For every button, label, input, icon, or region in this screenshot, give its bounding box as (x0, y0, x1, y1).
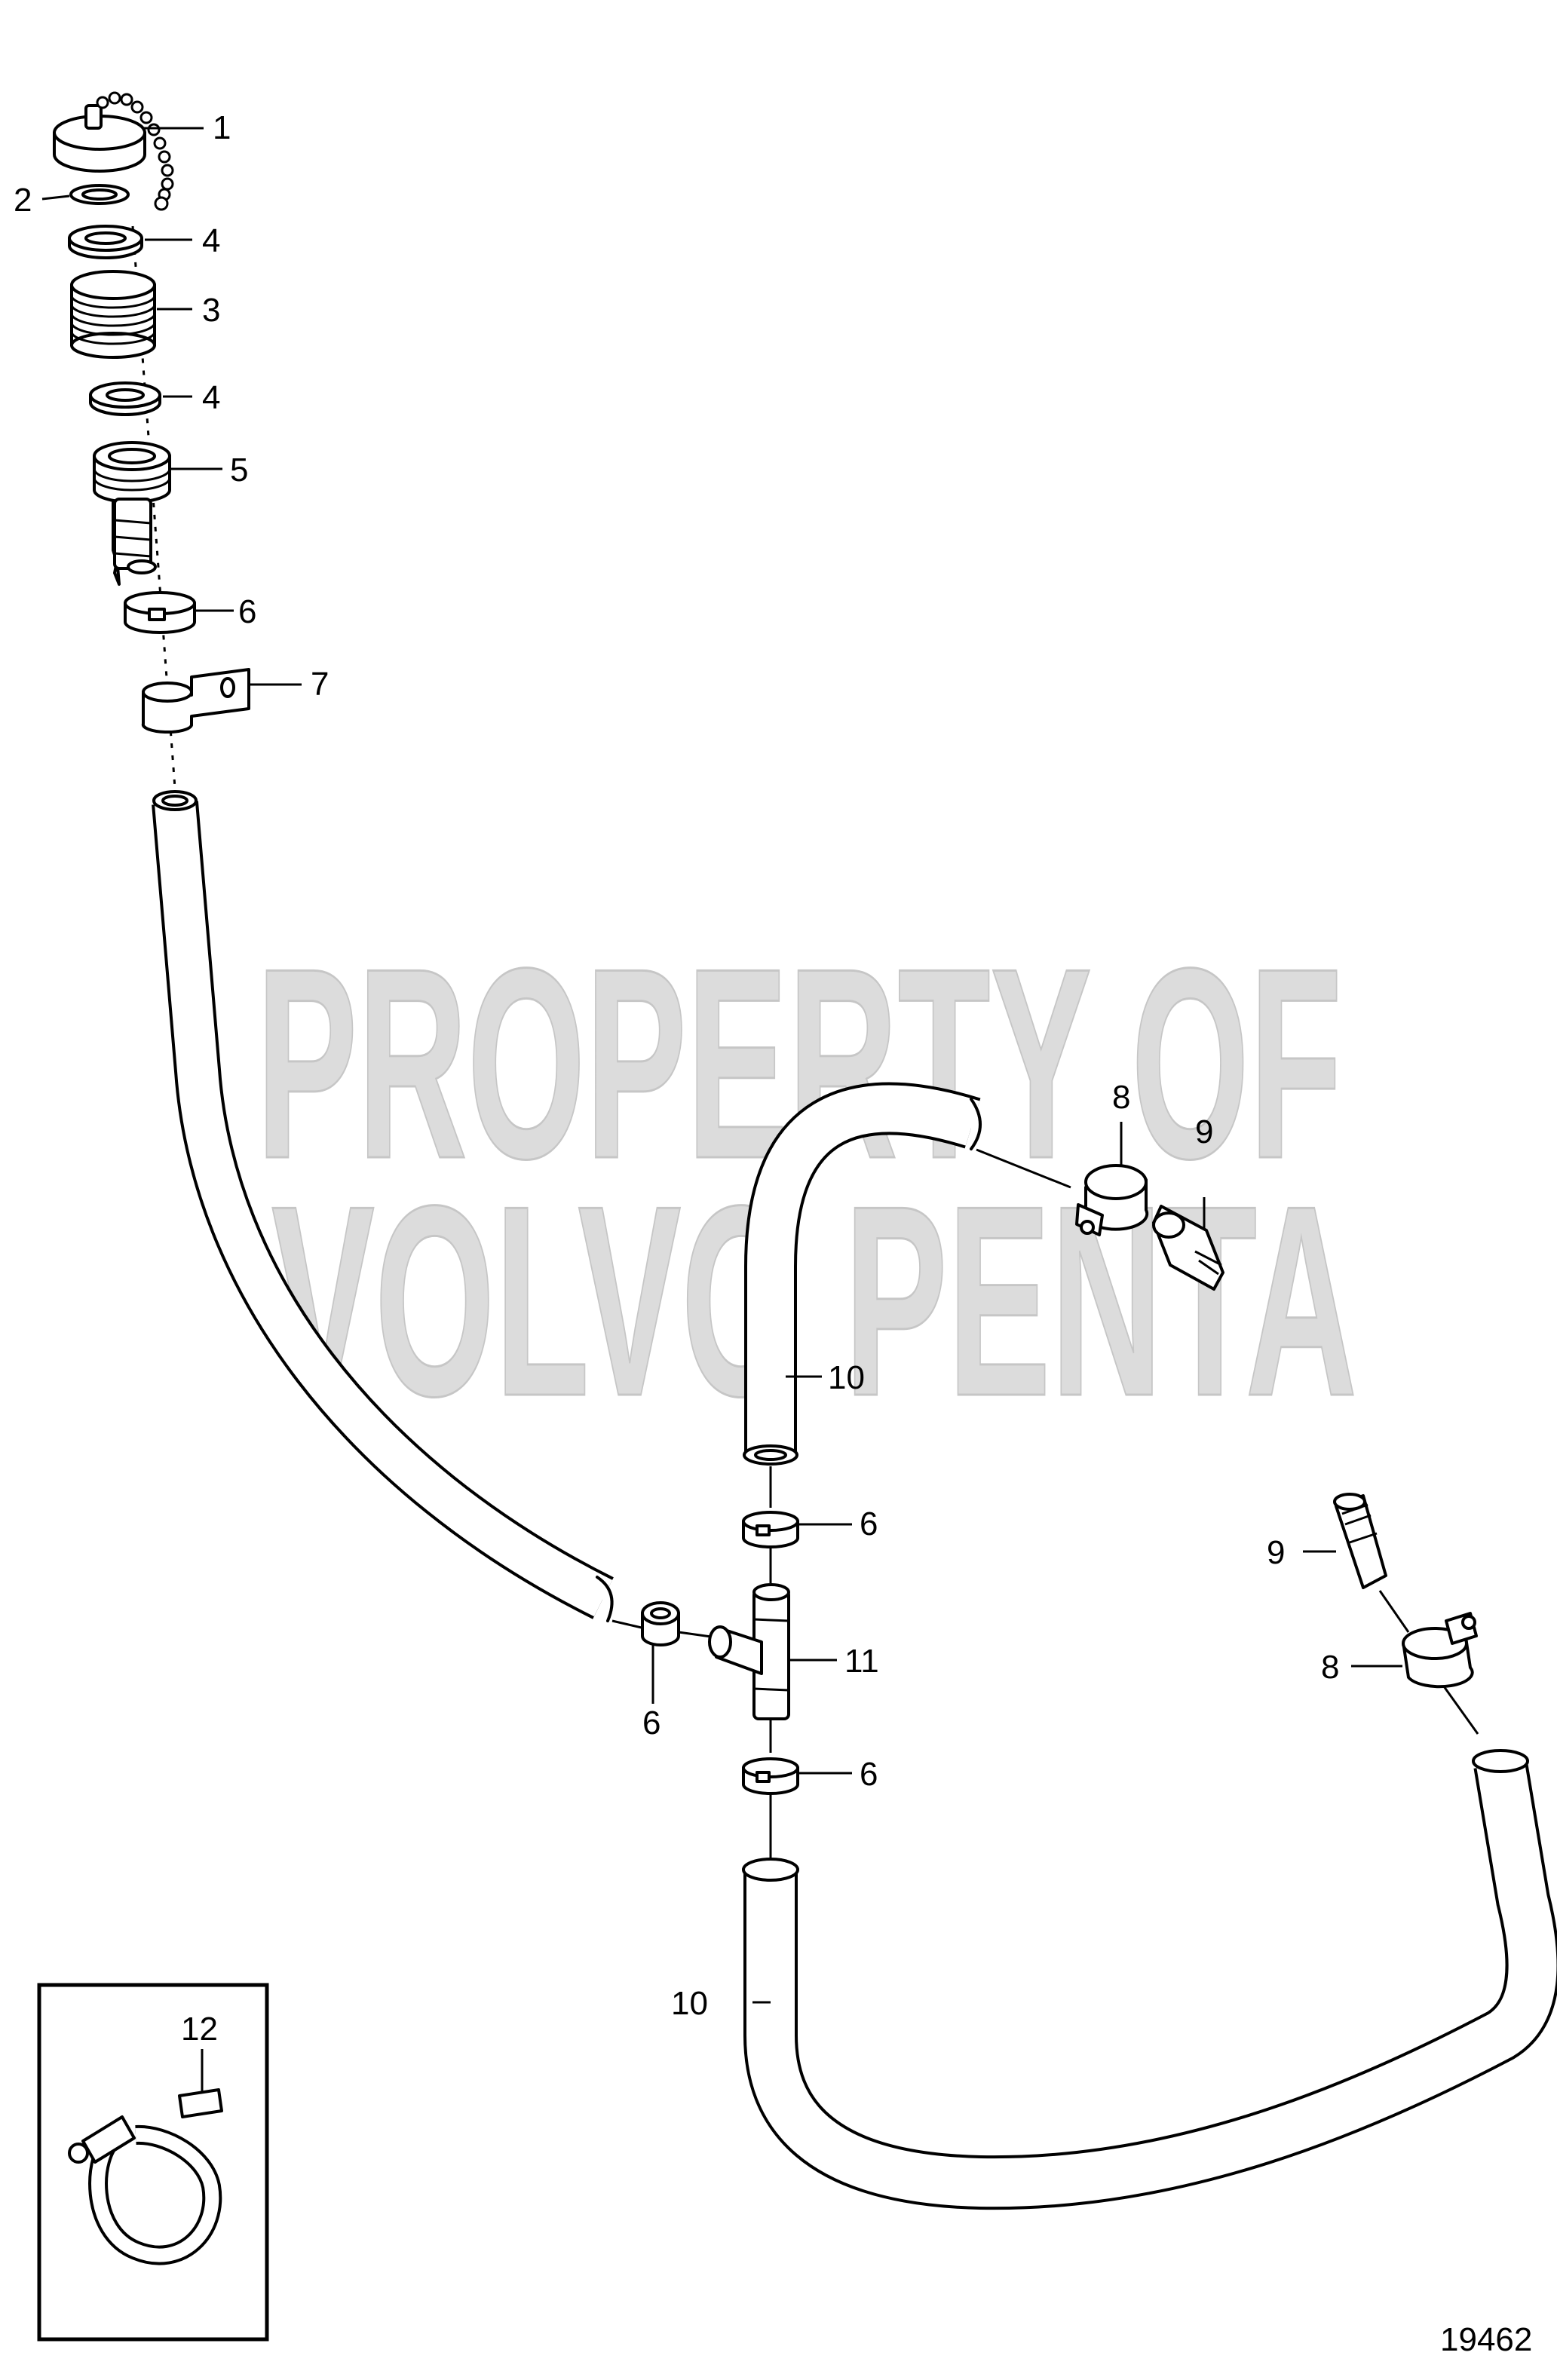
watermark-line-1: PROPERTY OF (256, 912, 1342, 1215)
part-6-hose-clamp-left (641, 1601, 680, 1646)
callout-7: 7 (311, 666, 329, 703)
callout-10-upper: 10 (828, 1359, 865, 1396)
inset-box (37, 1983, 269, 2342)
part-5-deck-fitting (93, 441, 171, 586)
part-1-filler-cap (53, 91, 174, 211)
watermark: PROPERTY OF VOLVO PENTA (256, 911, 1359, 1454)
leader-lines (41, 127, 1402, 2091)
hose-main-long (152, 790, 614, 1622)
part-4-washer-upper (68, 225, 143, 259)
callout-3: 3 (202, 292, 220, 329)
part-8-clamp-upper (1075, 1164, 1149, 1236)
callout-5: 5 (230, 452, 248, 489)
part-11-t-piece (708, 1583, 790, 1720)
callout-10-lower: 10 (671, 1985, 708, 2022)
part-9-nipple-upper (1152, 1205, 1224, 1291)
callout-4-upper: 4 (202, 222, 220, 259)
part-10-hose-upper (743, 1082, 982, 1466)
callout-4-lower: 4 (202, 379, 220, 416)
part-6-hose-clamp-top (124, 591, 196, 634)
callout-6-mid: 6 (860, 1505, 878, 1542)
callout-6-lower: 6 (860, 1756, 878, 1793)
part-7-p-clip (141, 668, 250, 734)
part-2-o-ring (69, 184, 130, 205)
callout-6-top: 6 (238, 593, 256, 630)
assembly-axis (131, 225, 176, 789)
part-8-clamp-lower (1402, 1612, 1478, 1689)
part-9-nipple-lower (1333, 1493, 1387, 1589)
watermark-line-2: VOLVO PENTA (271, 1150, 1357, 1453)
callout-11: 11 (844, 1643, 879, 1680)
part-3-threaded-sleeve (70, 270, 156, 359)
callout-12: 12 (181, 2011, 218, 2048)
retaining-chain (96, 91, 174, 211)
callouts: 1 2 4 3 4 5 6 7 8 9 10 6 11 6 6 9 8 10 1… (14, 109, 1339, 2048)
callout-8-upper: 8 (1112, 1079, 1130, 1116)
part-6-hose-clamp-mid (742, 1511, 799, 1548)
part-4-washer-lower (89, 381, 161, 416)
part-6-hose-clamp-lower (742, 1757, 799, 1795)
callout-9-lower: 9 (1267, 1534, 1285, 1571)
callout-9-upper: 9 (1195, 1113, 1213, 1150)
callout-1: 1 (213, 109, 231, 146)
part-12-hose-clamp-with-cover (68, 2088, 223, 2265)
part-10-hose-lower (742, 1749, 1557, 2210)
drawing-number: 19462 (1440, 2321, 1532, 2358)
callout-6-left: 6 (642, 1705, 660, 1741)
callout-2: 2 (14, 182, 32, 219)
callout-8-lower: 8 (1321, 1649, 1339, 1686)
